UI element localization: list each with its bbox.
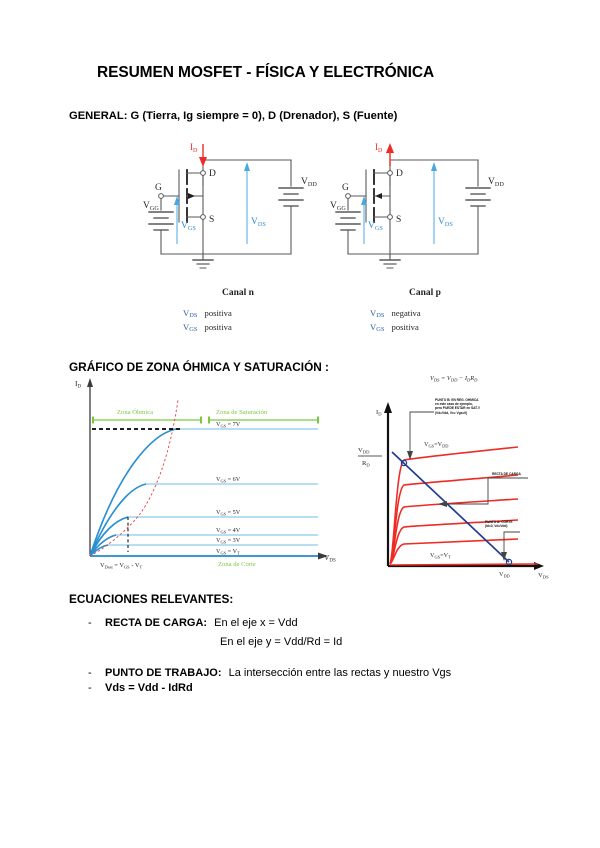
equation-item-punto-de-trabajo: PUNTO DE TRABAJO: La intersección entre … <box>105 667 451 679</box>
output-characteristics-svg: ID VDS Zona Óhmica Zona de Saturación Zo… <box>75 378 336 569</box>
equation-value-recta-de-carga-y: En el eje y = Vdd/Rd = Id <box>220 636 343 648</box>
load-line <box>391 451 510 563</box>
canal-p-note-vds: VDS negativa <box>370 308 421 320</box>
series-label-6v: VGS = 6V <box>216 476 241 483</box>
x-intercept-label: VDD <box>499 571 510 578</box>
canal-p-caption: Canal p <box>409 288 441 298</box>
equation-value-punto-de-trabajo: La intersección entre las rectas y nuest… <box>228 667 452 679</box>
vdsat-annotation: VDsat = VGS - VT <box>100 562 142 569</box>
y-intercept-label: VDD RD <box>358 447 382 467</box>
chart-right-xlabel: VDS <box>538 572 549 579</box>
series-label-4v: VGS = 4V <box>216 527 241 534</box>
svg-text:VDS: VDS <box>251 217 266 228</box>
annotation-punto-a: PUNTO A: CORTE (Id=0, Vd=Vdd) <box>485 520 513 529</box>
curve-label-vgs-vt: VGS=VT <box>430 552 451 559</box>
curve-label-vgs-vdd: VGS=VDD <box>424 441 448 448</box>
svg-text:VDD: VDD <box>301 177 317 188</box>
saturation-locus-curve <box>89 399 179 557</box>
svg-text:RD: RD <box>362 460 370 467</box>
canal-p-schematic: D S G ID VDD VGG VGS VDS <box>330 142 504 269</box>
chart-left-xlabel: VDS <box>324 553 336 564</box>
equation-dash-2: - <box>88 667 92 679</box>
svg-text:VGG: VGG <box>330 201 346 212</box>
svg-text:D: D <box>396 169 403 179</box>
chart-output-characteristics: ID VDS Zona Óhmica Zona de Saturación Zo… <box>66 374 348 574</box>
chart-right-ylabel: ID <box>376 409 382 416</box>
series-label-vt: VGS = VT <box>216 548 240 555</box>
chart-left-ylabel: ID <box>75 379 82 390</box>
general-definitions-line: GENERAL: G (Tierra, Ig siempre = 0), D (… <box>69 110 398 122</box>
series-label-5v: VGS = 5V <box>216 509 241 516</box>
svg-text:ID: ID <box>375 142 383 154</box>
canal-n-caption: Canal n <box>222 288 254 298</box>
svg-text:VDD: VDD <box>488 177 504 188</box>
svg-text:VDS: VDS <box>438 217 453 228</box>
equation-item-vds: Vds = Vdd - IdRd <box>105 682 193 694</box>
circuit-diagram-canal-n: D S G ID VDD VGG VGS VDS Canal n VDS pos… <box>143 140 333 345</box>
svg-text:G: G <box>155 183 162 193</box>
equation-label-recta-de-carga: RECTA DE CARGA: <box>105 617 208 629</box>
canal-n-note-vds: VDS positiva <box>183 308 232 320</box>
equation-dash-3: - <box>88 682 92 694</box>
svg-text:G: G <box>342 183 349 193</box>
equation-item-recta-de-carga: RECTA DE CARGA: En el eje x = Vdd <box>105 617 298 629</box>
equation-dash-1: - <box>88 617 92 629</box>
canal-p-note-vgs: VGS positiva <box>370 322 419 334</box>
svg-text:S: S <box>209 215 214 225</box>
svg-text:D: D <box>209 169 216 179</box>
equation-value-recta-de-carga-x: En el eje x = Vdd <box>214 617 298 629</box>
canal-n-note-vgs: VGS positiva <box>183 322 232 334</box>
circuit-diagram-canal-p: D S G ID VDD VGG VGS VDS Canal p VDS neg… <box>330 140 520 345</box>
svg-text:VDD: VDD <box>358 447 370 454</box>
zone-label-corte: Zona de Corte <box>218 561 256 568</box>
svg-text:VGS: VGS <box>181 221 196 232</box>
load-line-equation-title: VDS = VDD − IDRD <box>430 375 478 382</box>
section-heading-grafico: GRÁFICO DE ZONA ÓHMICA Y SATURACIÓN : <box>69 360 329 374</box>
svg-text:VGG: VGG <box>143 201 159 212</box>
zone-label-ohmica: Zona Óhmica <box>117 408 153 416</box>
load-line-svg: VDS = VDD − IDRD ID VDS <box>358 375 549 579</box>
series-label-3v: VGS = 3V <box>216 537 241 544</box>
zone-label-saturacion: Zona de Saturación <box>216 409 268 416</box>
series-label-7v: VGS = 7V <box>216 421 241 428</box>
punto-b-marker <box>400 459 408 467</box>
chart-load-line: VDS = VDD − IDRD ID VDS <box>352 368 550 580</box>
canal-n-schematic: D S G ID VDD VGG VGS VDS <box>143 142 317 269</box>
section-heading-ecuaciones: ECUACIONES RELEVANTES: <box>69 592 234 606</box>
annotation-punto-b: PUNTO B: EN REG. OHMICA en este caso de … <box>435 398 480 415</box>
punto-a-marker <box>505 558 513 566</box>
svg-text:VGS: VGS <box>368 221 383 232</box>
svg-text:S: S <box>396 215 401 225</box>
equation-label-punto-de-trabajo: PUNTO DE TRABAJO: <box>105 667 222 679</box>
page-title: RESUMEN MOSFET - FÍSICA Y ELECTRÓNICA <box>97 64 435 81</box>
annotation-recta-de-carga: RECTA DE CARGA <box>492 472 521 476</box>
svg-text:ID: ID <box>190 142 198 154</box>
